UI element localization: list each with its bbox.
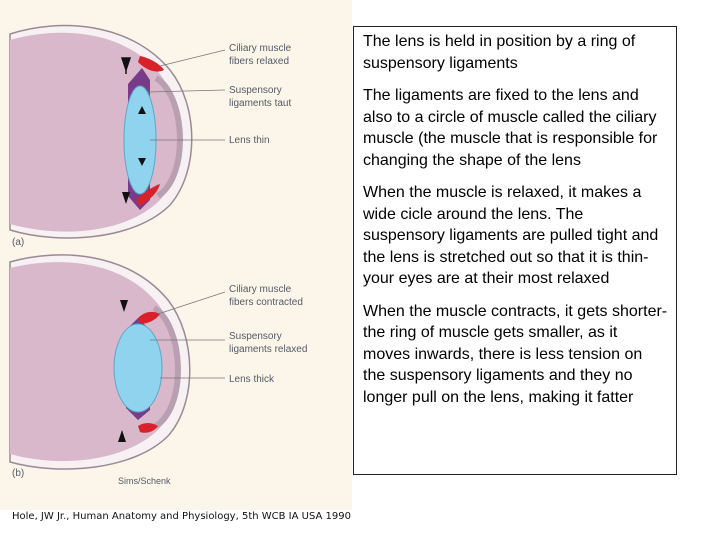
eye-diagram-figure: Ciliary muscle fibers relaxed Suspensory… xyxy=(0,0,352,510)
panel-a-cornea xyxy=(154,75,183,199)
panel-a-ciliary-muscle-bottom xyxy=(136,184,160,206)
panel-b-cornea xyxy=(152,305,181,429)
panel-a-lens-arrow-down xyxy=(138,158,146,166)
panel-b-ciliary-leader xyxy=(157,291,226,315)
paragraph-2: The ligaments are fixed to the lens and … xyxy=(363,87,658,169)
figure-citation: Hole, JW Jr., Human Anatomy and Physiolo… xyxy=(12,511,351,522)
panel-a-suspensory-label-line2: ligaments taut xyxy=(229,98,291,109)
panel-b-ciliary-label-line1: Ciliary muscle xyxy=(229,284,292,295)
panel-b-ciliary-muscle-bottom xyxy=(138,423,158,433)
paragraph-3: When the muscle is relaxed, it makes a w… xyxy=(363,184,659,287)
panel-b-arrow-down xyxy=(120,300,128,312)
panel-a-lens-label: Lens thin xyxy=(229,135,270,146)
panel-b-lens xyxy=(113,323,163,413)
panel-a-letter: (a) xyxy=(12,237,24,248)
panel-a-arrow-up xyxy=(120,57,132,74)
paragraph-1: The lens is held in position by a ring o… xyxy=(363,33,636,72)
panel-a-suspensory-leader xyxy=(147,89,226,93)
panel-a-ciliary-muscle-top xyxy=(138,56,164,72)
panel-a-ciliary-label-line2: fibers relaxed xyxy=(229,56,289,67)
panel-b-arrow-up xyxy=(118,430,126,442)
panel-a-suspensory-label-line1: Suspensory xyxy=(229,85,282,96)
panel-b: Ciliary muscle fibers contracted Suspens… xyxy=(9,254,307,486)
panel-b-ciliary-label-line2: fibers contracted xyxy=(229,297,303,308)
panel-b-suspensory-label-line1: Suspensory xyxy=(229,331,282,342)
panel-b-credit: Sims/Schenk xyxy=(118,476,171,486)
panel-b-lens-label: Lens thick xyxy=(229,374,275,385)
panel-b-ciliary-muscle-top xyxy=(138,311,160,324)
panel-a-lens-arrow-up xyxy=(138,106,146,114)
panel-b-suspensory-label-line2: ligaments relaxed xyxy=(229,344,307,355)
paragraph-4: When the muscle contracts, it gets short… xyxy=(363,302,668,406)
panel-a-arrow-down xyxy=(122,192,130,204)
panel-a-ciliary-leader xyxy=(159,49,226,67)
panel-b-letter: (b) xyxy=(12,468,24,479)
panel-a-ciliary-label-line1: Ciliary muscle xyxy=(229,43,292,54)
eye-diagram-svg: Ciliary muscle fibers relaxed Suspensory… xyxy=(9,24,307,486)
panel-a: Ciliary muscle fibers relaxed Suspensory… xyxy=(9,24,292,248)
explanation-text-box: The lens is held in position by a ring o… xyxy=(353,26,677,475)
